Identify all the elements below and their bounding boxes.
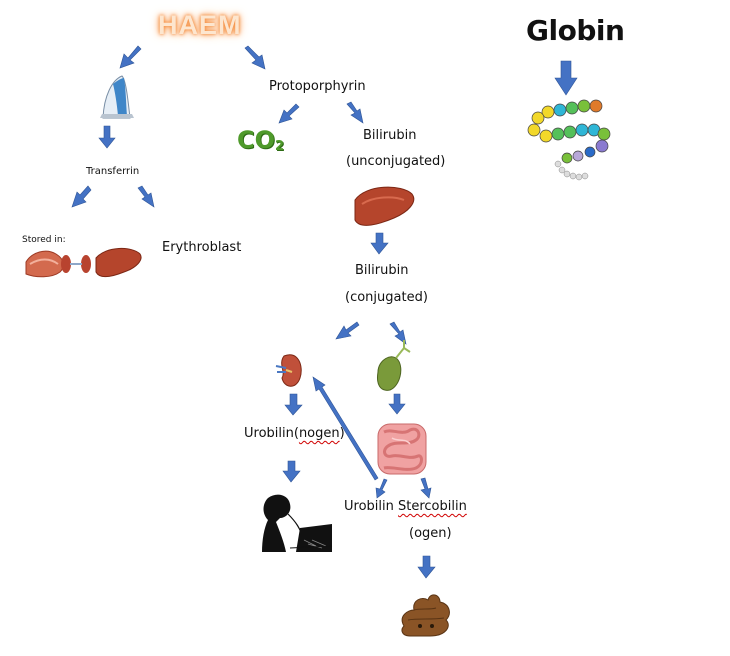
arrow-liver-to-bilirubin-conjugated xyxy=(370,232,389,255)
protoporphyrin-label: Protoporphyrin xyxy=(269,79,366,94)
stercobilin-label: Stercobilin xyxy=(398,499,467,514)
arrow-intestines-to-kidney-reabsorption xyxy=(312,376,379,481)
iron-icon xyxy=(100,75,134,119)
arrow-urobilin-to-urine xyxy=(282,460,301,483)
kidney-icon xyxy=(275,354,302,387)
co2-text: CO xyxy=(237,126,276,154)
stored-in-label: Stored in: xyxy=(22,235,66,245)
liver-icon-stored xyxy=(95,248,142,278)
arrow-intestines-to-urobilin xyxy=(375,478,388,499)
urobilinogen-label: Urobilin(nogen) xyxy=(244,426,345,441)
co2-subscript: 2 xyxy=(275,139,285,154)
arrow-stercobilin-to-stool xyxy=(417,555,436,579)
erythroblast-label: Erythroblast xyxy=(162,240,242,255)
person-urinating-icon xyxy=(262,494,333,552)
unconjugated-label: (unconjugated) xyxy=(346,154,446,169)
urobilinogen-part-b: nogen xyxy=(298,426,340,441)
arrow-transferrin-to-stored xyxy=(71,185,92,208)
arrow-protoporphyrin-to-bilirubin xyxy=(346,101,364,124)
haem-title: HAEM xyxy=(158,10,242,40)
arrow-transferrin-to-erythroblast xyxy=(137,185,155,208)
arrow-conjugated-to-gallbladder xyxy=(389,321,407,345)
gallbladder-icon xyxy=(377,340,411,391)
arrow-globin-to-chain xyxy=(554,60,578,96)
kidney-icon-stored xyxy=(61,255,91,273)
conjugated-label: (conjugated) xyxy=(345,290,428,305)
arrow-kidney-to-urobilin xyxy=(284,393,303,416)
arrow-intestines-to-stercobilin xyxy=(420,477,432,499)
carbon-dioxide-icon: CO2 xyxy=(237,126,284,154)
muscle-icon xyxy=(25,250,64,278)
ogen-label: (ogen) xyxy=(409,526,452,541)
arrow-protoporphyrin-to-co2 xyxy=(278,103,300,124)
urobilinogen-part-c: ) xyxy=(339,426,345,441)
bilirubin-unconjugated-label: Bilirubin xyxy=(363,128,417,143)
amino-acid-chain-icon xyxy=(527,99,611,181)
arrow-iron-to-transferrin xyxy=(98,125,116,149)
transferrin-label: Transferrin xyxy=(86,166,140,177)
intestines-icon xyxy=(377,423,427,475)
arrow-haem-to-iron xyxy=(119,45,142,69)
globin-title: Globin xyxy=(526,14,625,47)
liver-icon xyxy=(354,186,415,226)
bilirubin-conjugated-label: Bilirubin xyxy=(355,263,409,278)
urobilin-label: Urobilin xyxy=(344,499,394,514)
stool-icon xyxy=(401,594,450,637)
urobilinogen-part-a: Urobilin( xyxy=(244,426,299,441)
arrow-conjugated-to-kidney xyxy=(335,321,360,340)
arrow-haem-to-protoporphyrin xyxy=(244,45,266,70)
arrow-gallbladder-to-intestines xyxy=(388,393,406,415)
